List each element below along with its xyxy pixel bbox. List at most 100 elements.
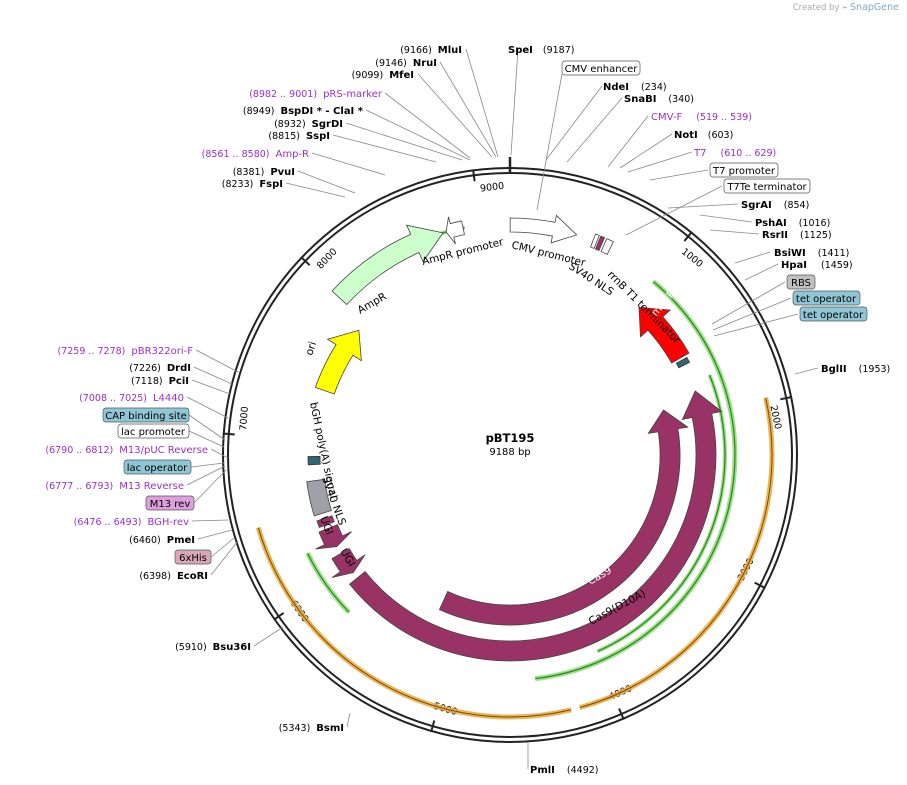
box-lac-operator[interactable] (123, 459, 192, 475)
tick-mark-3000 (754, 581, 766, 590)
label-bsmi[interactable]: (5343)BsmI (279, 723, 344, 734)
leader-line-5 (345, 122, 463, 161)
ampr-promoter-arrow (445, 216, 465, 245)
leader-line-37 (709, 229, 760, 235)
label-bgh-rev[interactable]: (6476 .. 6493)BGH-rev (74, 517, 189, 528)
label-cmv-f[interactable]: CMV-F(519 .. 539) (651, 112, 752, 123)
label-bsiwi[interactable]: BsiWI(1411) (774, 248, 849, 259)
leader-line-8 (297, 170, 356, 194)
tick-mark-2000 (780, 395, 793, 401)
box-cap-binding-site[interactable] (102, 407, 190, 423)
leader-line-3 (384, 92, 471, 159)
label-pvui[interactable]: (8381)PvuI (233, 167, 295, 178)
label-ecori[interactable]: (6398)EcoRI (139, 571, 208, 582)
feature-label-ori: ori (303, 340, 319, 357)
label-mfei[interactable]: (9099)MfeI (352, 70, 414, 81)
label-lac-promoter: lac promoter (121, 427, 186, 438)
leader-line-31 (619, 133, 673, 169)
label-ampr-primer[interactable]: (8561 .. 8580)Amp-R (202, 149, 309, 160)
label-t7te-terminator: T7Te terminator (726, 182, 807, 193)
leader-line-28 (545, 85, 603, 161)
sv40-nls-left-block (316, 515, 335, 528)
label-sgrdi[interactable]: (8932)SgrDI (274, 119, 343, 130)
label-sspi[interactable]: (8815)SspI (268, 131, 330, 142)
label-m13-puc-reverse[interactable]: (6790 .. 6812)M13/pUC Reverse (45, 445, 208, 456)
box-cmv-enhancer[interactable] (561, 60, 641, 76)
box-t7te-terminator[interactable] (723, 178, 811, 194)
box-6xhis[interactable] (174, 549, 212, 565)
leader-line-27 (536, 73, 563, 211)
box-lac-promoter[interactable] (117, 423, 190, 439)
snapgene-logo-icon: ⌁ (842, 3, 848, 13)
label-drdi[interactable]: (7226)DrdI (129, 363, 191, 374)
leader-line-23 (210, 540, 239, 576)
ampr-arrow (331, 224, 444, 306)
label-spei[interactable]: SpeI(9187) (508, 45, 574, 56)
label-prs-marker[interactable]: (8982 .. 9001)pRS-marker (249, 89, 383, 100)
leader-line-30 (607, 115, 649, 168)
leader-line-43 (794, 367, 819, 375)
leader-line-10 (195, 349, 239, 373)
leader-line-0 (465, 48, 499, 158)
label-cap-binding-site: CAP binding site (105, 411, 187, 422)
label-hpai[interactable]: HpaI(1459) (781, 260, 853, 271)
label-cmv-enhancer: CMV enhancer (565, 64, 639, 75)
label-pmli[interactable]: PmlI(4492) (530, 765, 599, 776)
label-pmei[interactable]: (6460)PmeI (129, 535, 195, 546)
tick-mark-7000 (222, 432, 235, 436)
label-rsrii[interactable]: RsrII(1125) (762, 230, 832, 241)
label-pshai[interactable]: PshAI(1016) (755, 218, 830, 229)
leader-line-22 (210, 537, 235, 558)
cmv-promoter-arrow (509, 214, 578, 244)
label-lac-operator: lac operator (127, 463, 188, 474)
label-bglii[interactable]: BglII(1953) (821, 364, 890, 375)
credit-brand: SnapGene (850, 2, 899, 13)
leader-line-39 (744, 263, 779, 281)
box-t7-promoter[interactable] (709, 162, 779, 178)
leader-line-32 (627, 151, 693, 173)
label-ndei[interactable]: NdeI(234) (603, 82, 667, 93)
label-pcii[interactable]: (7118)PciI (131, 376, 189, 387)
label-noti[interactable]: NotI(603) (674, 130, 733, 141)
label-bspdi-clai[interactable]: (8949)BspDI * - ClaI * (243, 106, 364, 117)
ori-arrow (314, 329, 362, 395)
label-snabi[interactable]: SnaBI(340) (624, 94, 694, 105)
leader-line-14 (188, 414, 226, 441)
box-m13-rev[interactable] (145, 495, 195, 511)
leader-line-9 (285, 182, 346, 198)
leader-line-35 (667, 203, 739, 209)
sv40-nls-top-block (594, 235, 606, 252)
label-tet-operator-2: tet operator (803, 310, 864, 321)
leader-line-16 (210, 448, 229, 459)
leader-line-18 (186, 465, 226, 486)
leader-line-36 (699, 214, 753, 223)
label-rbs: RBS (791, 278, 811, 289)
cas9d10a-arrow (348, 390, 723, 662)
tick-mark-1000 (683, 231, 693, 242)
leader-line-34 (625, 185, 723, 236)
lac-block (307, 456, 321, 466)
right-labels: SpeI(9187) CMV enhancer NdeI(234) SnaBI(… (508, 45, 890, 776)
label-sgrai[interactable]: SgrAI(854) (741, 200, 809, 211)
label-nrui[interactable]: (9146)NruI (375, 58, 437, 69)
arc-green-left-line (307, 552, 350, 613)
label-pbr322ori-f[interactable]: (7259 .. 7278)pBR322ori-F (58, 346, 194, 357)
label-bsu36i[interactable]: (5910)Bsu36I (175, 642, 251, 653)
box-tet-operator-2[interactable] (799, 306, 868, 322)
leader-line-33 (649, 169, 709, 181)
tick-mark-5000 (430, 720, 436, 733)
label-m13-reverse-primer[interactable]: (6777 .. 6793)M13 Reverse (45, 481, 184, 492)
ugi-arrow-1 (331, 548, 366, 578)
leader-line-13 (186, 396, 229, 419)
bgh-block (306, 478, 332, 517)
ugi-arrow-2 (315, 524, 352, 550)
label-t7-promoter: T7 promoter (712, 166, 776, 177)
label-m13-rev: M13 rev (150, 499, 191, 510)
label-mlui[interactable]: (9166)MluI (400, 45, 462, 56)
label-t7-primer[interactable]: T7(610 .. 629) (693, 148, 776, 159)
box-rbs[interactable] (786, 274, 816, 290)
leader-line-20 (191, 519, 229, 522)
label-l4440[interactable]: (7008 .. 7025)L4440 (79, 393, 184, 404)
label-fspi[interactable]: (8233)FspI (222, 179, 283, 190)
box-tet-operator-1[interactable] (792, 290, 861, 306)
